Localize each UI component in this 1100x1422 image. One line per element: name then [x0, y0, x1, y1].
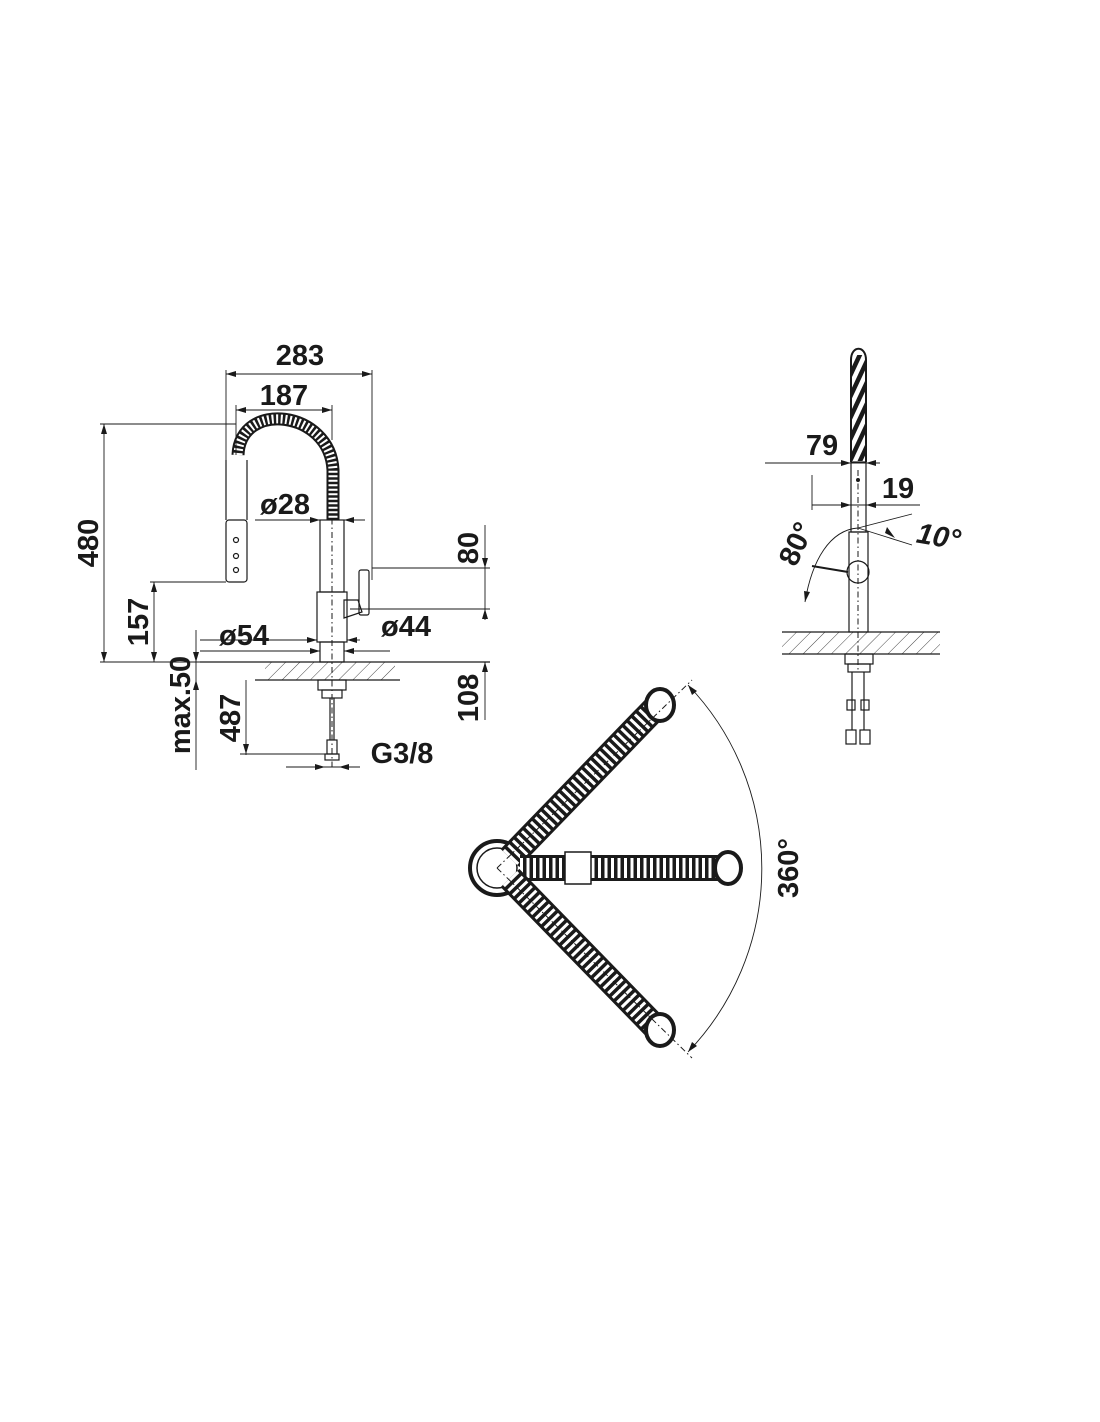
side-view: 79 19 80° 10°	[765, 347, 963, 745]
dim-g38-label: G3/8	[371, 738, 434, 770]
dim-max50: max.50	[165, 630, 199, 770]
dim-80: 80	[350, 525, 490, 620]
hose-arm-upper	[500, 687, 676, 868]
dim-80-angle-label: 80°	[773, 518, 821, 571]
faucet-body	[316, 505, 370, 770]
dim-360: 360°	[496, 679, 805, 1059]
dim-487-label: 487	[215, 694, 247, 742]
dim-max50-label: max.50	[165, 656, 197, 754]
dim-19: 19	[811, 473, 920, 510]
dim-79: 79	[765, 430, 880, 466]
dim-g38: G3/8	[286, 738, 433, 770]
hose-arm-middle	[520, 850, 743, 886]
dim-19-label: 19	[882, 473, 914, 505]
hose-arm-lower	[500, 868, 676, 1048]
dim-54-label: ø54	[219, 620, 269, 652]
dim-360-label: 360°	[773, 838, 805, 898]
dim-108: 108	[453, 662, 488, 722]
dim-187-label: 187	[260, 380, 308, 412]
front-view: 283 187 ø28 480	[73, 340, 490, 770]
dim-187: 187	[235, 380, 333, 455]
dim-480-label: 480	[73, 519, 105, 567]
dim-108-label: 108	[453, 674, 485, 722]
dim-283-label: 283	[276, 340, 324, 372]
countertop	[200, 661, 490, 681]
dim-54-44: ø54 ø44	[200, 611, 431, 654]
dim-157: 157	[123, 581, 226, 662]
dim-283: 283	[225, 340, 373, 580]
top-view: 360°	[468, 679, 805, 1059]
mounting-parts	[317, 679, 347, 761]
dim-487: 487	[215, 680, 325, 755]
dim-10-angle-label: 10°	[914, 518, 963, 557]
dim-44-label: ø44	[381, 611, 431, 643]
dim-480: 480	[73, 423, 236, 663]
dim-157-label: 157	[123, 598, 155, 646]
dim-79-label: 79	[806, 430, 838, 462]
dim-80-label: 80	[453, 532, 485, 564]
spray-head	[225, 519, 248, 583]
dim-28-label: ø28	[260, 489, 310, 521]
dim-28: ø28	[255, 489, 365, 523]
side-coil	[850, 347, 867, 462]
